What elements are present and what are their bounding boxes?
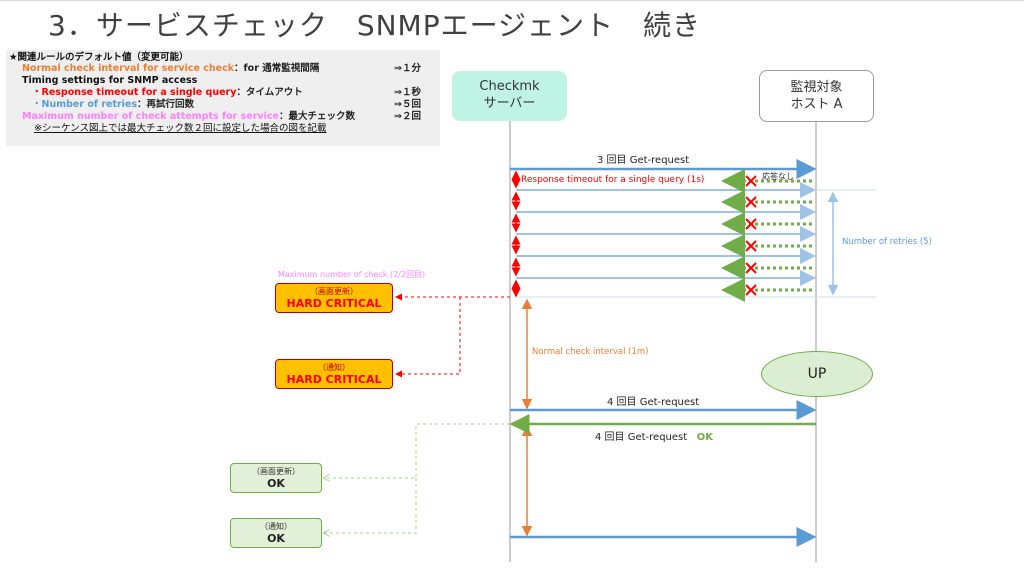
ok-screen-update: （画面更新） OK (230, 463, 322, 493)
timing-settings: Timing settings for SNMP access (22, 75, 198, 86)
max-attempts-en: Maximum number of check attempts for ser… (22, 111, 279, 122)
status-sub: （画面更新） (310, 287, 358, 296)
normal-interval-en: Normal check interval for service check (22, 63, 235, 74)
retries-jp: ：再試行回数 (137, 99, 195, 110)
status-main: HARD CRITICAL (286, 373, 382, 386)
no-response-arrows (721, 169, 812, 302)
checkmk-server-node: Checkmk サーバー (452, 71, 567, 121)
retries-label: Number of retries (5) (842, 237, 932, 247)
host-label-2: ホスト A (790, 97, 843, 112)
info-max-attempts: Maximum number of check attempts for ser… (22, 111, 355, 122)
ok-reply-label: 4 回目 Get-request OK (595, 428, 713, 443)
status-main: HARD CRITICAL (286, 297, 382, 310)
top-rule (0, 0, 1024, 1)
status-sub: （通知） (318, 363, 350, 372)
info-heading: ★関連ルールのデフォルト値（変更可能） (9, 52, 189, 63)
retries-en: ・Number of retries (32, 99, 138, 110)
ok-connectors (324, 423, 510, 533)
max-attempts-value: ⇒２回 (394, 111, 421, 122)
monitored-host-node: 監視対象 ホスト A (759, 70, 874, 122)
status-main: OK (267, 477, 285, 490)
info-normal-interval: Normal check interval for service check：… (22, 63, 319, 74)
status-sub: （通知） (260, 522, 292, 531)
checkmk-server-label: サーバー (483, 96, 536, 111)
normal-interval-value: ⇒１分 (394, 63, 421, 74)
default-values-box: ★関連ルールのデフォルト値（変更可能） Normal check interva… (6, 50, 440, 146)
checkmk-name: Checkmk (479, 79, 540, 94)
ok-notification: （通知） OK (230, 518, 322, 548)
status-sub: （画面更新） (252, 467, 300, 476)
retries-value: ⇒５回 (394, 99, 421, 110)
response-timeout-value: ⇒１秒 (394, 87, 421, 98)
response-timeout-label: Response timeout for a single query (1s) (521, 175, 705, 185)
no-response-label: 応答なし (762, 172, 794, 181)
retry-arrows (516, 182, 816, 286)
normal-interval-label: Normal check interval (1m) (532, 347, 649, 357)
host-label-1: 監視対象 (790, 80, 843, 95)
normal-interval-jp: ：for 通常監視間隔 (234, 63, 320, 74)
max-attempts-jp: ：最大チェック数 (278, 111, 355, 122)
page-title: 3．サービスチェック SNMPエージェント 続き (48, 9, 702, 42)
hard-critical-screen-update: （画面更新） HARD CRITICAL (275, 283, 393, 313)
request-4-label: 4 回目 Get-request (607, 397, 700, 408)
status-main: OK (267, 532, 285, 545)
response-timeout-en: ・Response timeout for a single query (32, 87, 237, 98)
ok-reply-text: 4 回目 Get-request (595, 432, 688, 443)
max-checks-label: Maximum number of check (2/2回目) (278, 270, 426, 279)
hard-critical-notification: （通知） HARD CRITICAL (275, 359, 393, 389)
info-retries: ・Number of retries：再試行回数 (32, 99, 194, 110)
host-up-state: UP (761, 351, 873, 397)
request-3-label: 3 回目 Get-request (597, 155, 690, 166)
response-timeout-jp: ：タイムアウト (236, 87, 303, 98)
info-response-timeout: ・Response timeout for a single query：タイム… (32, 87, 303, 98)
x-marks (745, 175, 757, 296)
hard-critical-connectors (395, 293, 510, 378)
ok-reply-status: OK (696, 432, 713, 443)
info-note: ※シーケンス図上では最大チェック数２回に設定した場合の図を記載 (34, 123, 327, 134)
